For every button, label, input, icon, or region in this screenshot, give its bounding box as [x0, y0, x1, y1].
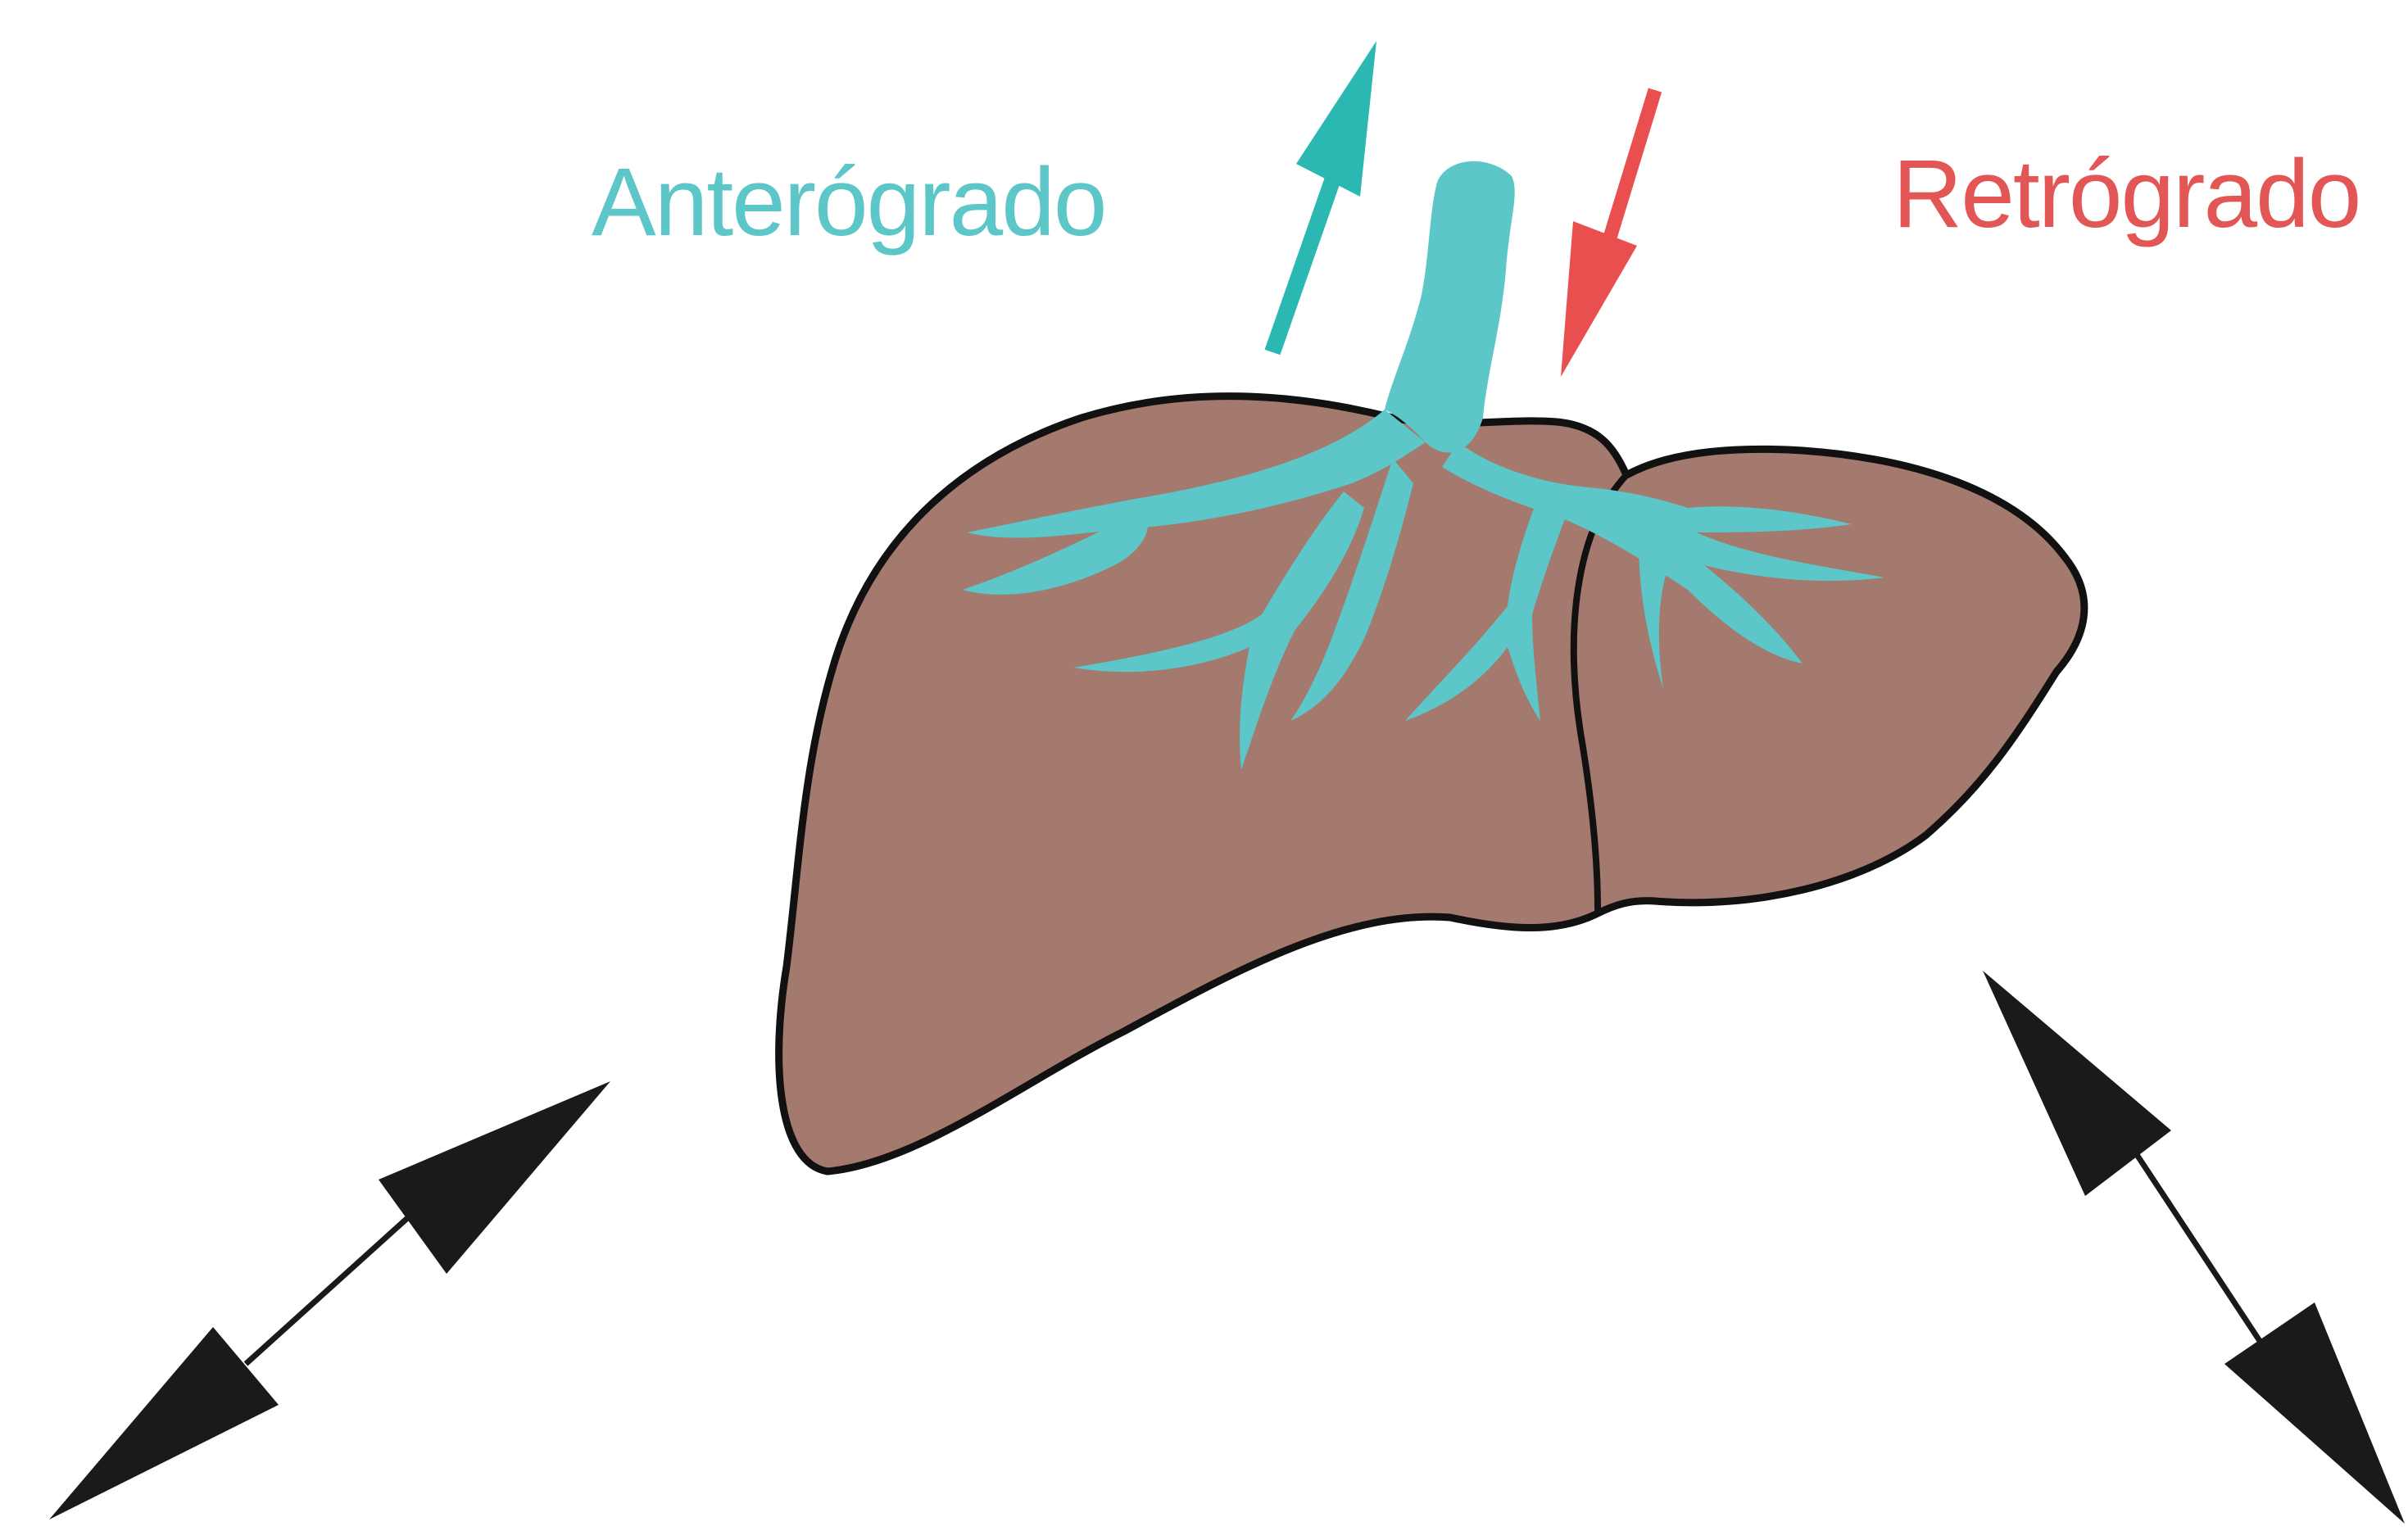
retrograde-arrow-head	[1561, 221, 1637, 377]
antegrade-arrow-head	[1296, 41, 1376, 197]
retrograde-arrow-shaft	[1610, 90, 1655, 238]
motion-arrow-left-shaft	[246, 1212, 414, 1364]
motion-arrow-right-shaft	[2134, 1151, 2261, 1343]
motion-arrow-right-head-lower	[2224, 1302, 2405, 1524]
liver-icon	[779, 396, 2084, 1171]
liver-body	[779, 396, 2084, 1171]
double-headed-arrow-icon	[1983, 971, 2405, 1524]
retrograde-label: Retrógrado	[1893, 146, 2360, 242]
motion-arrow-left-head-upper	[379, 1081, 610, 1274]
vein-trunk	[1385, 161, 1515, 453]
arrow-down-icon	[1561, 90, 1655, 377]
antegrade-arrow-shaft	[1272, 176, 1334, 352]
antegrade-label: Anterógrado	[592, 154, 1105, 251]
motion-arrow-left-head-lower	[49, 1327, 279, 1520]
double-headed-arrow-icon	[49, 1081, 610, 1520]
arrow-up-icon	[1272, 41, 1376, 352]
